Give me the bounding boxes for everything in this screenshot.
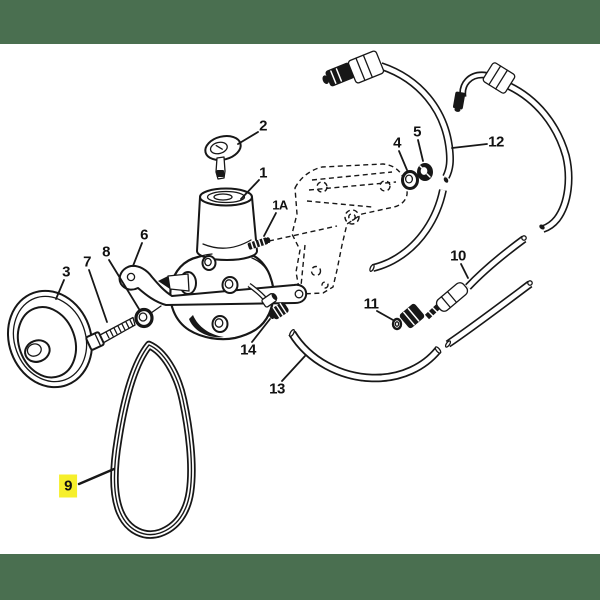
elbow-hose-nut [482,62,516,94]
hose-10-nut [399,303,425,329]
washer-4-drawing [401,170,419,190]
hose-12-end-fitting [322,62,355,87]
hose-segment-drawing [444,280,533,348]
callout-7[interactable]: 7 [83,253,91,271]
callout-13[interactable]: 13 [269,380,285,398]
callout-5[interactable]: 5 [413,123,421,141]
pulley-3-drawing [6,289,94,389]
hose-13-drawing [288,328,442,383]
hose-10-drawing [399,235,527,329]
hidden-bracket-drawing [291,163,408,295]
locknut-5-drawing [417,163,433,181]
hose-12-nut [347,50,385,84]
elbow-hose-drawing [453,62,573,233]
top-band [0,0,600,44]
callout-8[interactable]: 8 [102,243,110,261]
pump-details-drawing [158,225,338,333]
callout-1A[interactable]: 1A [272,197,288,213]
stud-1a-drawing [247,237,271,250]
callout-4[interactable]: 4 [393,134,401,152]
callout-14[interactable]: 14 [240,341,256,359]
bottom-band [0,554,600,600]
callout-2[interactable]: 2 [259,117,267,135]
callout-11[interactable]: 11 [363,295,379,313]
callout-10[interactable]: 10 [450,247,466,265]
callout-3[interactable]: 3 [62,263,70,281]
oring-11-drawing [391,317,403,331]
callout-1[interactable]: 1 [259,164,267,182]
washer-8-drawing [134,305,162,329]
belt-9-drawing [110,340,196,539]
callout-9[interactable]: 9 [59,474,77,498]
callout-12[interactable]: 12 [488,133,504,151]
callout-6[interactable]: 6 [140,226,148,244]
fitting-14-drawing [268,302,289,320]
bolt-7-drawing [85,316,136,351]
cap-2-drawing [204,135,242,180]
hose-10-collar [435,282,469,312]
hose-12-drawing [322,50,454,272]
